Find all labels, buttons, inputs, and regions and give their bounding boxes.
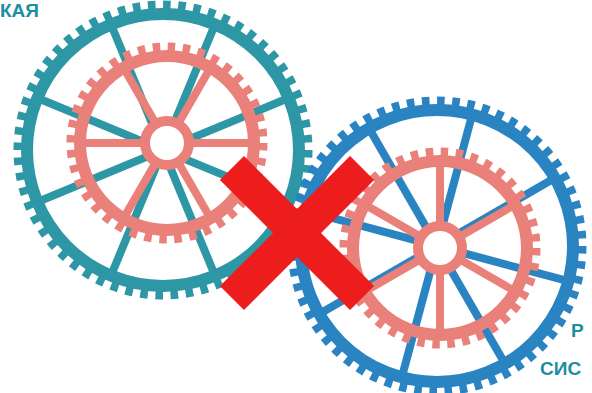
caption-label: КАЯ xyxy=(0,0,39,22)
caption-label: СИС xyxy=(540,358,581,380)
caption-label: Р xyxy=(571,320,584,342)
red-cross xyxy=(220,156,374,310)
blue-gear xyxy=(292,101,582,391)
salmon-gear xyxy=(71,47,263,239)
